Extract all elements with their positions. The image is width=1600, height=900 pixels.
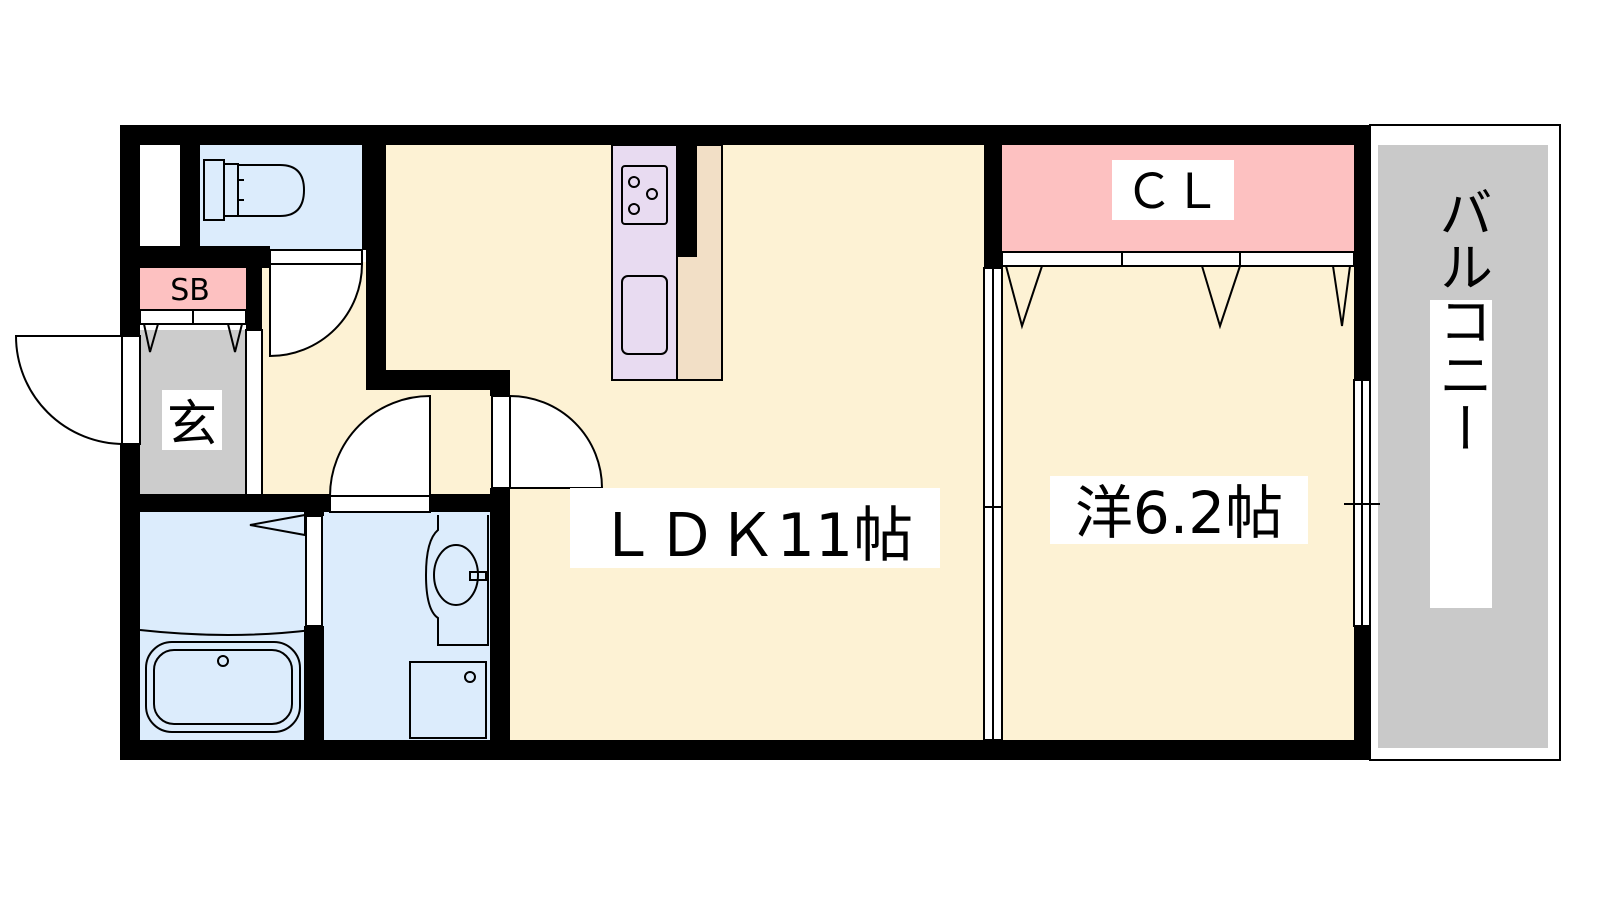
washing-machine-icon xyxy=(409,661,487,739)
room-labels: ＬＤＫ11帖 洋6.2帖 ＣＬ バルコニー 玄 SB xyxy=(162,160,1493,608)
ldk-label: ＬＤＫ11帖 xyxy=(597,501,913,571)
closet-label-bg xyxy=(1112,160,1234,220)
balcony-label: バルコニー xyxy=(1430,185,1493,455)
balcony-label-bg xyxy=(1430,300,1492,608)
wall-toilet-bottom xyxy=(140,246,270,268)
sliding-partitions xyxy=(983,267,1380,741)
washroom-floor xyxy=(322,512,506,750)
walls xyxy=(120,125,1370,760)
wall-ldk-lower xyxy=(490,488,510,760)
ldk-door-frame xyxy=(491,395,511,489)
toilet-icon xyxy=(203,159,306,221)
wall-hall-horizontal xyxy=(366,370,510,390)
shoe-box-label: SB xyxy=(170,273,210,308)
burner-1-icon xyxy=(628,176,640,188)
ldk-label-bg xyxy=(570,488,940,568)
western-room-label: 洋6.2帖 xyxy=(1075,479,1283,547)
kitchen-sink-icon xyxy=(621,275,668,355)
wall-right-bottom xyxy=(1354,626,1370,760)
front-door-frame xyxy=(121,335,141,445)
bathroom-floor xyxy=(140,512,312,750)
wall-sb-right xyxy=(246,246,262,330)
washroom-door-icon xyxy=(328,394,431,497)
wall-left-top xyxy=(120,125,140,336)
wall-left-bottom xyxy=(120,444,140,760)
kitchen xyxy=(611,144,723,381)
wall-bath-top-left xyxy=(120,494,330,512)
wall-bath-top-right xyxy=(430,494,510,512)
wall-hall-vertical xyxy=(366,145,386,390)
wall-ldk-stub xyxy=(490,370,510,396)
bathtub-icon xyxy=(139,513,313,733)
kitchen-side-counter xyxy=(676,144,723,381)
wall-storage-left xyxy=(180,145,200,250)
kitchen-divider-wall xyxy=(677,145,697,257)
entrance-step-frame xyxy=(245,329,263,503)
closet-label: ＣＬ xyxy=(1125,164,1221,220)
wall-bath-mid-upper xyxy=(304,494,324,516)
ldk-door-icon xyxy=(509,394,604,489)
burner-2-icon xyxy=(646,188,658,200)
washroom-door-frame xyxy=(329,495,431,513)
western-room-label-bg xyxy=(1050,476,1308,544)
toilet-door-icon xyxy=(269,263,364,358)
wall-top xyxy=(120,125,1370,145)
wall-right-top xyxy=(1354,125,1370,380)
wall-bath-mid-lower xyxy=(304,626,324,760)
wall-bottom xyxy=(120,740,1370,760)
front-door-icon xyxy=(14,335,125,446)
toilet-door-frame xyxy=(269,249,363,265)
toilet-floor xyxy=(200,145,372,250)
wash-basin-icon xyxy=(424,515,489,646)
bathroom-door-frame xyxy=(305,515,323,627)
entrance-label-bg xyxy=(162,390,222,450)
wall-column-closet xyxy=(984,125,1002,268)
entrance-label: 玄 xyxy=(167,395,217,453)
shoe-box xyxy=(140,268,246,310)
stove-icon xyxy=(621,165,668,225)
burner-3-icon xyxy=(628,203,640,215)
